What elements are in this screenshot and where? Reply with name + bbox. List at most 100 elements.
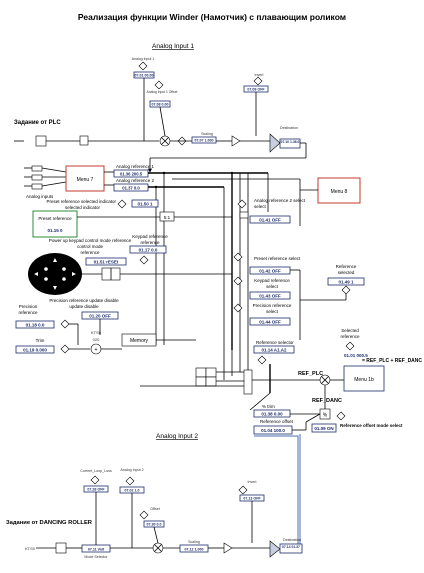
svg-text:Invert: Invert xyxy=(255,73,264,77)
dancing-roller-label: Задание от DANCING ROLLER xyxy=(6,520,93,526)
svg-text:07.09 OFF: 07.09 OFF xyxy=(247,88,265,92)
svg-text:Analog Input 2: Analog Input 2 xyxy=(120,468,143,472)
ref-offset-mode-node: 01.09 ON Reference offset mode select xyxy=(311,411,403,433)
svg-text:020: 020 xyxy=(93,337,100,342)
svg-text:07.28 OFF: 07.28 OFF xyxy=(87,488,105,492)
svg-text:07.11 Volt: 07.11 Volt xyxy=(88,548,105,552)
svg-text:select: select xyxy=(266,309,279,314)
preset-selected-indicator-node: Preset reference selected indicator sele… xyxy=(46,199,159,210)
trim-node: Trim 01.19 0.000 + KTS0 020 xyxy=(15,323,122,355)
svg-text:01.49 1: 01.49 1 xyxy=(338,280,354,285)
svg-text:01.42 OFF: 01.42 OFF xyxy=(259,269,281,274)
svg-text:Mode Selector: Mode Selector xyxy=(84,555,108,559)
svg-text:KTS0: KTS0 xyxy=(25,546,36,551)
svg-text:Analog Input 1 Offset: Analog Input 1 Offset xyxy=(147,90,178,94)
svg-text:Analog reference 2 select: Analog reference 2 select xyxy=(254,198,306,203)
svg-text:Analog reference 1: Analog reference 1 xyxy=(116,164,155,169)
svg-text:01.44 OFF: 01.44 OFF xyxy=(259,320,281,325)
svg-text:Scaling: Scaling xyxy=(188,540,200,544)
ai1-offset-node: Analog Input 1 Offset 07.08 0.00 xyxy=(147,80,178,108)
precision-reference-node: Precision reference 01.18 0.0 xyxy=(15,304,70,329)
precision-disable-node: Precision reference update disable updat… xyxy=(49,298,119,320)
svg-text:Reference offset mode select: Reference offset mode select xyxy=(340,423,403,428)
ai1-node: Analog Input 1 07.01 00.00 xyxy=(132,57,155,79)
svg-text:Keypad reference: Keypad reference xyxy=(132,234,168,239)
svg-text:Preset reference selected indi: Preset reference selected indicator xyxy=(46,199,116,204)
svg-text:Current_Loop_Loss: Current_Loop_Loss xyxy=(80,469,112,473)
svg-text:07.13 OFF: 07.13 OFF xyxy=(243,497,261,501)
svg-text:01.14 A1.A2: 01.14 A1.A2 xyxy=(261,348,287,353)
memory-box: Memory xyxy=(99,319,196,347)
keypad-ref-select-node: Keypad reference select 01.43 OFF xyxy=(233,276,291,300)
svg-text:07.01 00.00: 07.01 00.00 xyxy=(135,74,154,78)
svg-text:KTS0: KTS0 xyxy=(91,330,102,335)
svg-text:01.50 1: 01.50 1 xyxy=(137,202,153,207)
svg-text:selected: selected xyxy=(338,270,355,275)
svg-text:01.01 000.5: 01.01 000.5 xyxy=(344,353,368,358)
svg-text:Menu 8: Menu 8 xyxy=(331,189,348,195)
svg-text:select: select xyxy=(266,284,279,289)
analog-inputs-terminals: Analog inputs xyxy=(24,165,67,199)
ai2-node: Analog Input 2 07.02 1.0 xyxy=(119,468,145,494)
svg-text:07.07 1.000: 07.07 1.000 xyxy=(195,139,214,143)
svg-text:Precision reference update dis: Precision reference update disable xyxy=(49,298,119,303)
reference-selected-node: Reference selected 01.49 1 xyxy=(290,264,365,340)
svg-text:Invert: Invert xyxy=(248,480,257,484)
svg-text:Preset reference select: Preset reference select xyxy=(254,256,301,261)
svg-text:% trim: % trim xyxy=(262,404,275,409)
svg-text:07.10 1.36.0: 07.10 1.36.0 xyxy=(281,140,300,144)
svg-text:Analog Input 1: Analog Input 1 xyxy=(132,57,155,61)
svg-text:reference: reference xyxy=(140,240,160,245)
svg-text:01.51 rESEt: 01.51 rESEt xyxy=(94,260,119,265)
svg-text:Reference selector: Reference selector xyxy=(256,340,294,345)
current-loop-node: Current_Loop_Loss 07.28 OFF xyxy=(80,469,112,493)
preset-ref-select-node: Preset reference select 01.42 OFF xyxy=(233,252,301,275)
menu-8-box: Menu 8 xyxy=(300,177,361,204)
svg-text:Scaling: Scaling xyxy=(201,132,213,136)
reference-selector-node: Reference selector 01.14 A1.A2 xyxy=(253,340,295,365)
svg-text:01.15 0: 01.15 0 xyxy=(47,228,63,233)
svg-text:Reference: Reference xyxy=(336,264,357,269)
svg-text:selected indicator: selected indicator xyxy=(65,205,101,210)
dancing-roller-wire xyxy=(254,434,301,552)
svg-text:update disable: update disable xyxy=(69,304,99,309)
svg-text:01.09 ON: 01.09 ON xyxy=(314,426,333,431)
svg-text:%: % xyxy=(323,413,328,419)
ai1-destination-node: Destination 07.10 1.36.0 xyxy=(279,126,301,149)
precision-ref-select-node: Precision reference select 01.44 OFF xyxy=(233,303,292,326)
svg-text:Destination: Destination xyxy=(283,538,301,542)
main-buses xyxy=(148,171,301,350)
section-heading-analog-input-1: Analog Input 1 xyxy=(152,43,194,50)
keypad-reference-node: Keypad reference reference 01.17 0.0 xyxy=(129,234,168,265)
svg-text:01.19 0.000: 01.19 0.000 xyxy=(23,348,47,353)
svg-text:control mode: control mode xyxy=(77,244,104,249)
keypad-graphic xyxy=(28,253,232,295)
ai1-scaling-node: Scaling 07.07 1.000 xyxy=(177,132,217,146)
svg-text:5:1: 5:1 xyxy=(164,215,171,220)
svg-text:Analog reference 2: Analog reference 2 xyxy=(116,178,155,183)
svg-text:07.02 1.0: 07.02 1.0 xyxy=(125,489,140,493)
ref-plc-line: REF_PLC REF_DANC xyxy=(270,371,344,414)
ai2-invert-node: Invert 07.13 OFF xyxy=(238,480,265,502)
ai2-offset-node: Offset 07.30 0.0 xyxy=(139,507,165,528)
ref-plc-label: REF_PLC xyxy=(298,371,323,377)
ref-sum-formula: = REF_PLC + REF_DANC xyxy=(362,358,422,364)
ref-danc-label: REF_DANC xyxy=(312,398,342,404)
svg-text:01.37 0.0: 01.37 0.0 xyxy=(122,186,140,191)
keypad-mode-node: Power up keypad control mode reference c… xyxy=(49,238,132,266)
svg-text:Destination: Destination xyxy=(280,126,298,130)
analog-inputs-label: Analog inputs xyxy=(26,194,54,199)
svg-text:Trim: Trim xyxy=(36,338,45,343)
svg-text:+: + xyxy=(94,347,97,353)
menu-1b-box: Menu 1b xyxy=(343,365,385,392)
selected-reference-node: Selected reference 01.01 000.5 = REF_PLC… xyxy=(340,328,422,364)
svg-text:Precision reference: Precision reference xyxy=(253,303,292,308)
ai2-input-chain: KTS0 07.11 Volt Mode Selector Scaling 07… xyxy=(25,492,303,559)
plc-label: Задание от PLC xyxy=(14,120,61,126)
svg-text:07.14 01.37: 07.14 01.37 xyxy=(282,545,300,549)
section-heading-analog-input-2: Analog Input 2 xyxy=(156,433,198,440)
svg-text:Reference offset: Reference offset xyxy=(260,419,294,424)
svg-text:Selected: Selected xyxy=(341,328,359,333)
svg-text:07.08 0.00: 07.08 0.00 xyxy=(152,103,169,107)
preset-reference-box: Preset reference 01.15 0 5:1 xyxy=(32,210,232,238)
